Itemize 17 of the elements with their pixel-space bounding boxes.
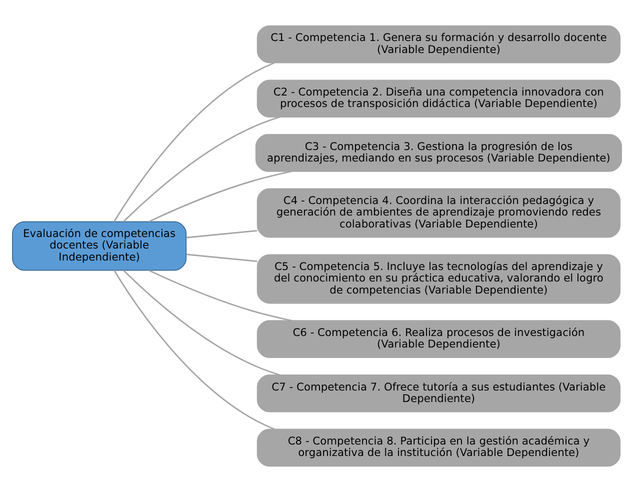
node-box: Evaluación de competencias docentes (Variable Independiente) — [12, 221, 187, 271]
node-box: C3 - Competencia 3. Gestiona la progresión de los aprendizajes, mediando en sus procesos (Variable Dependiente) — [255, 134, 622, 172]
connector — [186, 230, 258, 238]
node-box: C8 - Competencia 8. Participa en la gestión académica y organizativa de la institución (Variable Dependiente) — [256, 428, 621, 467]
connector — [114, 270, 275, 430]
connector — [186, 254, 258, 262]
node-box: C5 - Competencia 5. Incluye las tecnologías del aprendizaje y del conocimiento en su práctica educativa, valorando el logro de competencias (Variable Dependiente) — [256, 254, 621, 304]
connector — [114, 62, 275, 222]
connector — [123, 270, 280, 376]
node-box: C6 - Competencia 6. Realiza procesos de investigación (Variable Dependiente) — [256, 320, 621, 358]
connector — [123, 116, 280, 222]
node-box: C1 - Competencia 1. Genera su formación y desarrollo docente (Variable Dependiente) — [256, 25, 621, 64]
node-box: C2 - Competencia 2. Diseña una competencia innovadora con procesos de transposición didáctica (Variable Dependiente) — [256, 80, 621, 118]
node-box: C4 - Competencia 4. Coordina la interacción pedagógica y generación de ambientes de aprendizaje promoviendo redes colaborativas (Variable Dependiente) — [256, 188, 621, 238]
node-box: C7 - Competencia 7. Ofrece tutoría a sus estudiantes (Variable Dependiente) — [256, 374, 621, 412]
connector — [148, 270, 292, 322]
connector — [148, 170, 292, 222]
